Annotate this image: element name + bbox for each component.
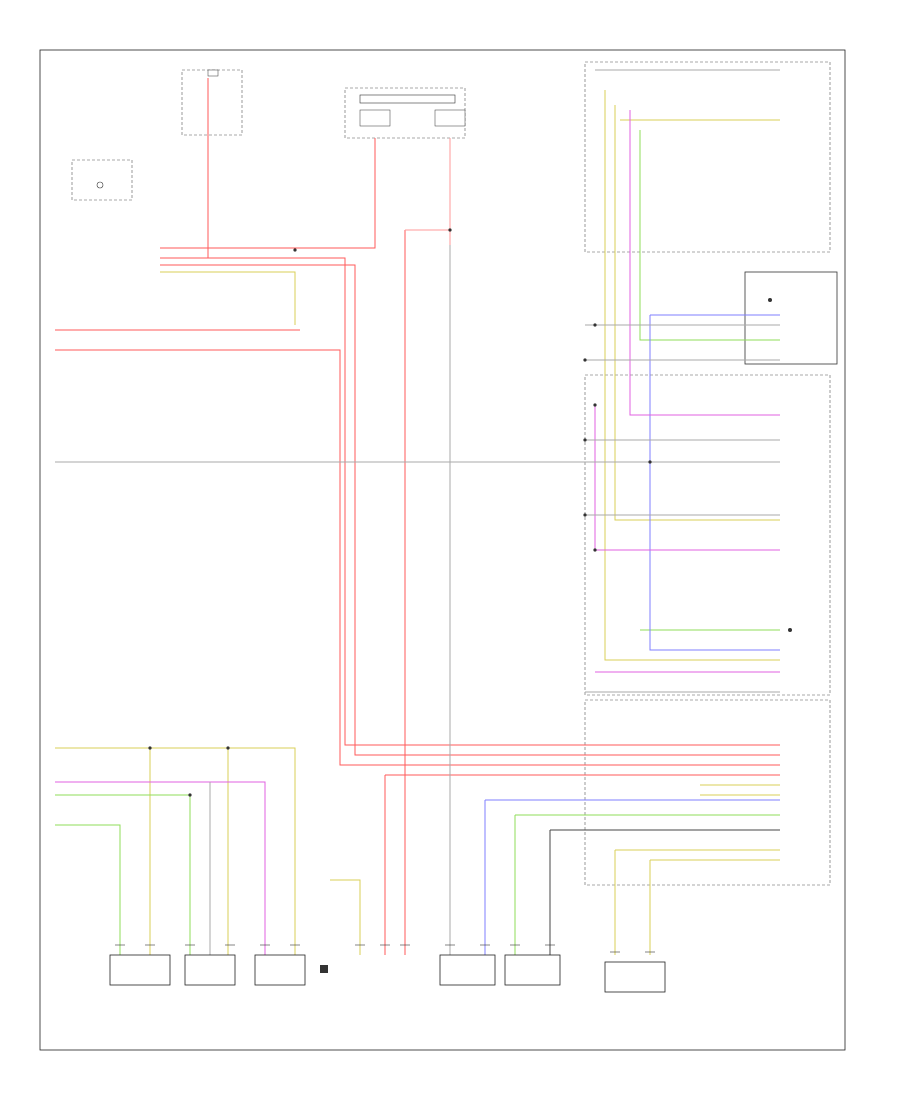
wires-magenta bbox=[55, 110, 780, 955]
module-box-right-switch bbox=[584, 374, 831, 696]
sensor-connector-topleft bbox=[71, 159, 133, 201]
component-box-ground bbox=[320, 965, 328, 973]
module-box-right-top bbox=[584, 61, 831, 253]
module-box-right-bottom bbox=[584, 699, 831, 886]
component-box-3 bbox=[254, 954, 306, 986]
component-box-4 bbox=[439, 954, 496, 986]
diagram-frame bbox=[39, 49, 846, 1051]
fuse-box-center bbox=[344, 87, 466, 139]
wires-red bbox=[55, 78, 780, 955]
fuse-box-left bbox=[181, 69, 243, 136]
wires-gray bbox=[55, 69, 780, 955]
module-box-right-relay bbox=[744, 271, 838, 365]
component-row-bottom bbox=[109, 954, 666, 993]
wires-pink bbox=[405, 138, 451, 245]
component-box-6 bbox=[604, 961, 666, 993]
component-box-1 bbox=[109, 954, 171, 986]
component-box-2 bbox=[184, 954, 236, 986]
wires-blue bbox=[484, 314, 780, 955]
splice-points bbox=[148, 228, 792, 797]
component-box-5 bbox=[504, 954, 561, 986]
wires-green bbox=[55, 130, 780, 955]
connector-stubs bbox=[115, 944, 655, 953]
wires-yellow bbox=[55, 90, 780, 955]
